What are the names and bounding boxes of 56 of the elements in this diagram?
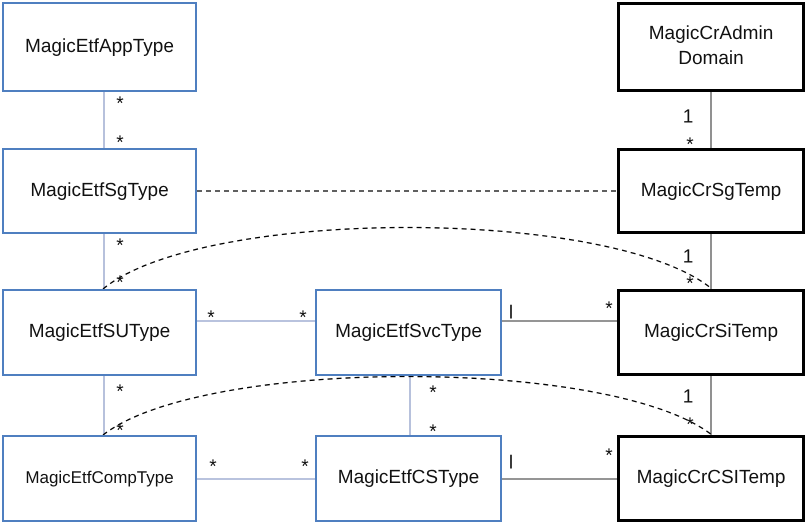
multiplicity-label: * bbox=[116, 274, 124, 292]
dashed-connector bbox=[102, 376, 712, 436]
connector-line bbox=[197, 478, 315, 480]
class-name: MagicEtfAppType bbox=[25, 34, 174, 59]
connector-line bbox=[103, 92, 105, 148]
class-name: MagicEtfSgType bbox=[30, 178, 169, 203]
class-name: MagicEtfSUType bbox=[28, 320, 170, 344]
multiplicity-label: * bbox=[429, 422, 437, 442]
class-name: MagicEtfCompType bbox=[25, 467, 174, 490]
multiplicity-label: * bbox=[686, 136, 694, 154]
class-box bbox=[315, 435, 502, 522]
multiplicity-label: l bbox=[508, 304, 514, 322]
multiplicity-label: * bbox=[116, 134, 124, 152]
class-box bbox=[2, 2, 197, 92]
class-name: MagicCrSgTemp bbox=[640, 178, 782, 203]
class-name: MagicCrSiTemp bbox=[644, 320, 778, 344]
multiplicity-label: 1 bbox=[682, 388, 694, 406]
multiplicity-label: * bbox=[686, 274, 694, 294]
class-box bbox=[617, 289, 805, 376]
multiplicity-label: * bbox=[299, 308, 307, 328]
class-name: MagicEtfCSType bbox=[338, 466, 480, 490]
class-name: MagicCrCSITemp bbox=[636, 466, 786, 490]
multiplicity-label: * bbox=[429, 384, 437, 402]
multiplicity-label: * bbox=[116, 382, 124, 402]
class-box bbox=[2, 289, 197, 376]
connector-line bbox=[103, 376, 105, 435]
class-box bbox=[617, 435, 805, 522]
connector-line bbox=[502, 320, 617, 322]
dashed-connector bbox=[102, 226, 712, 290]
multiplicity-label: * bbox=[605, 300, 613, 318]
connector-line bbox=[197, 320, 315, 322]
multiplicity-label: * bbox=[686, 416, 694, 434]
dashed-connector bbox=[197, 190, 617, 192]
class-box bbox=[315, 289, 502, 376]
connector-line bbox=[502, 478, 617, 480]
class-name: MagicEtfSvcType bbox=[335, 320, 482, 344]
multiplicity-label: * bbox=[207, 308, 215, 328]
class-name: MagicCrAdmin Domain bbox=[648, 22, 774, 71]
class-box bbox=[617, 148, 805, 234]
class-box bbox=[2, 435, 197, 522]
connector-line bbox=[409, 376, 411, 435]
multiplicity-label: 1 bbox=[682, 108, 694, 126]
connector-line bbox=[710, 376, 712, 435]
multiplicity-label: 1 bbox=[682, 248, 694, 266]
connector-line bbox=[103, 234, 105, 289]
class-box bbox=[2, 148, 197, 234]
connector-line bbox=[710, 234, 712, 289]
multiplicity-label: l bbox=[508, 454, 514, 472]
class-box bbox=[617, 2, 805, 92]
multiplicity-label: * bbox=[116, 94, 124, 114]
multiplicity-label: * bbox=[116, 422, 124, 440]
connector-line bbox=[710, 92, 712, 148]
multiplicity-label: * bbox=[116, 236, 124, 256]
multiplicity-label: * bbox=[209, 458, 217, 476]
multiplicity-label: * bbox=[301, 458, 309, 476]
multiplicity-label: * bbox=[605, 446, 613, 466]
